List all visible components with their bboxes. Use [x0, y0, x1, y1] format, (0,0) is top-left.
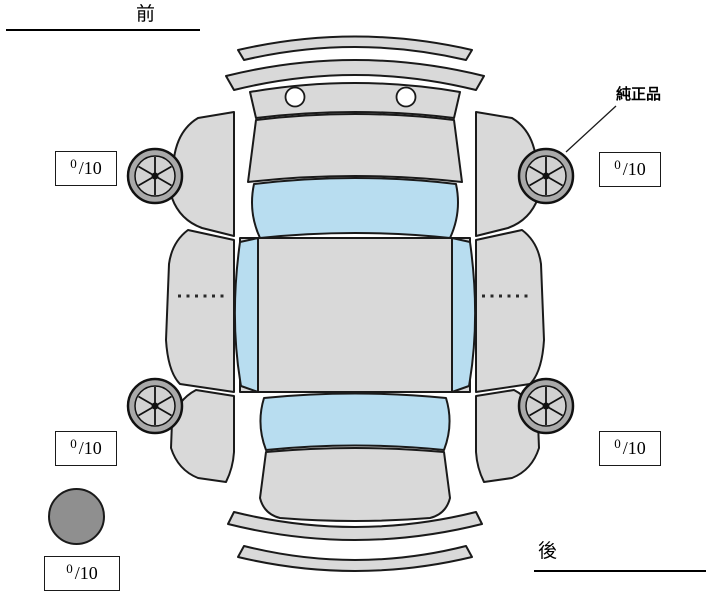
wheel-rear-left-icon — [126, 377, 184, 435]
rear-spoiler-strip — [237, 545, 473, 572]
genuine-part-pointer-line — [565, 105, 617, 153]
tire-score-front-left: 0 /10 — [55, 151, 117, 186]
wheel-rear-right-icon — [517, 377, 575, 435]
score-value: 0 — [614, 156, 621, 172]
windshield-glass — [251, 177, 459, 239]
rear-window-glass — [259, 392, 451, 451]
front-label: 前 — [136, 4, 156, 25]
spare-tire-icon — [48, 488, 105, 545]
wheel-hub — [151, 402, 159, 410]
roof-panel — [239, 237, 471, 393]
rear-bumper-band — [227, 511, 483, 541]
score-value: 0 — [66, 560, 73, 576]
tire-score-rear-left: 0 /10 — [55, 431, 117, 466]
score-denominator: /10 — [622, 438, 646, 458]
score-denominator: /10 — [78, 158, 102, 178]
door-left-panel — [165, 229, 235, 393]
wheel-hub — [542, 172, 550, 180]
wheel-front-left-icon — [126, 147, 184, 205]
side-window-right-glass — [451, 237, 477, 393]
score-value: 0 — [614, 435, 621, 451]
front-underline — [6, 29, 200, 31]
headlamp-washer-left-icon — [284, 86, 306, 108]
score-denominator: /10 — [622, 159, 646, 179]
wheel-front-right-icon — [517, 147, 575, 205]
tire-score-front-right: 0 /10 — [599, 152, 661, 187]
wheel-hub — [542, 402, 550, 410]
front-bumper-band — [225, 59, 485, 91]
headlamp-washer-right-icon — [395, 86, 417, 108]
front-spoiler-strip — [237, 35, 473, 61]
hood-panel — [247, 113, 463, 183]
rear-underline — [534, 570, 706, 572]
door-right-panel — [475, 229, 545, 393]
score-value: 0 — [70, 435, 77, 451]
tire-score-rear-right: 0 /10 — [599, 431, 661, 466]
front-bumper-face — [249, 82, 461, 119]
tire-score-spare: 0 /10 — [44, 556, 120, 591]
rear-label: 後 — [538, 541, 558, 562]
score-value: 0 — [70, 155, 77, 171]
trunk-panel — [259, 447, 451, 522]
score-denominator: /10 — [74, 563, 98, 583]
genuine-part-label: 純正品 — [616, 86, 662, 103]
wheel-hub — [151, 172, 159, 180]
side-window-left-glass — [233, 237, 259, 393]
score-denominator: /10 — [78, 438, 102, 458]
